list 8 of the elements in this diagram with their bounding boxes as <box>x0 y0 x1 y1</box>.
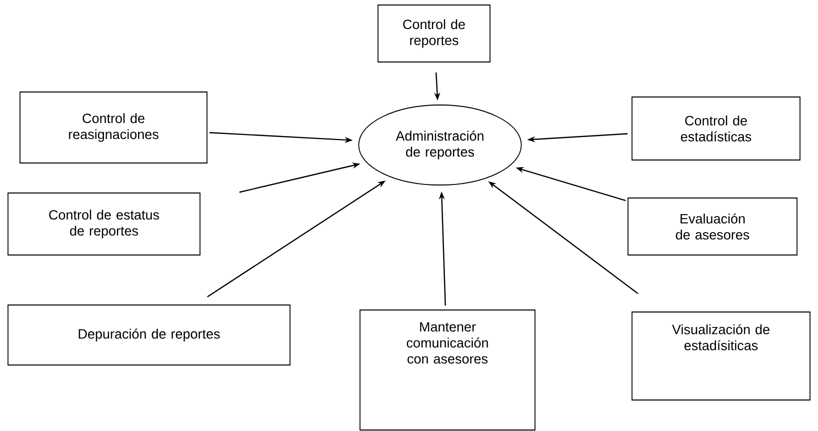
process-box: Evaluación de asesores <box>628 198 798 256</box>
process-box: Control de reportes <box>378 4 490 62</box>
process-box: Visualización de estadísiticas <box>632 312 810 400</box>
process-box: Mantener comunicación con asesores <box>360 310 536 430</box>
process-box: Depuración de reportes <box>8 304 290 366</box>
process-box: Control de estadísticas <box>632 96 800 160</box>
process-box: Control de reasignaciones <box>20 92 208 164</box>
process-box: Control de estatus de reportes <box>8 192 200 256</box>
